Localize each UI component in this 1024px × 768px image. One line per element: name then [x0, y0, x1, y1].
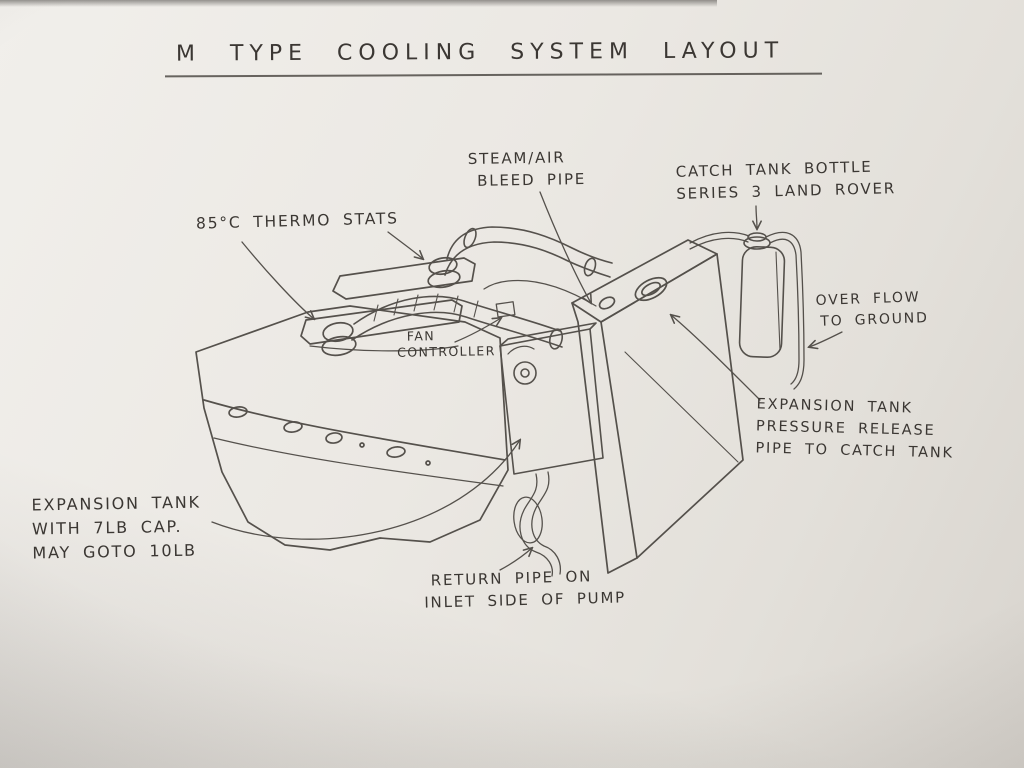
label-line: EXPANSION TANK — [31, 492, 202, 515]
label-line: WITH 7LB CAP. — [31, 516, 183, 539]
label-return-pipe: RETURN PIPE ON INLET SIDE OF PUMP — [423, 564, 626, 613]
catch-tank-bottle-sketch — [738, 232, 786, 359]
hoses-sketch — [351, 226, 613, 350]
label-pressure-release-pipe: EXPANSION TANK PRESSURE RELEASE PIPE TO … — [755, 393, 955, 464]
label-expansion-tank: EXPANSION TANK WITH 7LB CAP. MAY GOTO 10… — [31, 491, 202, 566]
label-line: STEAM/AIR — [467, 148, 566, 169]
label-line: BLEED PIPE — [477, 169, 587, 190]
pipes-sketch — [513, 231, 805, 577]
label-line: CONTROLLER — [397, 343, 496, 360]
radiator-sketch — [571, 239, 744, 574]
label-line: FAN — [406, 328, 436, 344]
expansion-tank-sketch — [499, 322, 604, 475]
label-fan-controller: FAN CONTROLLER — [397, 327, 496, 361]
diagram-title: M TYPE COOLING SYSTEM LAYOUT — [175, 38, 785, 67]
label-catch-tank-bottle: CATCH TANK BOTTLE SERIES 3 LAND ROVER — [675, 155, 897, 205]
label-overflow-to-ground: OVER FLOW TO GROUND — [815, 287, 929, 333]
leader-arrows — [211, 191, 843, 571]
label-steam-air-bleed-pipe: STEAM/AIR BLEED PIPE — [468, 146, 587, 192]
label-line: MAY GOTO 10LB — [32, 540, 198, 563]
label-line: TO GROUND — [820, 310, 929, 330]
